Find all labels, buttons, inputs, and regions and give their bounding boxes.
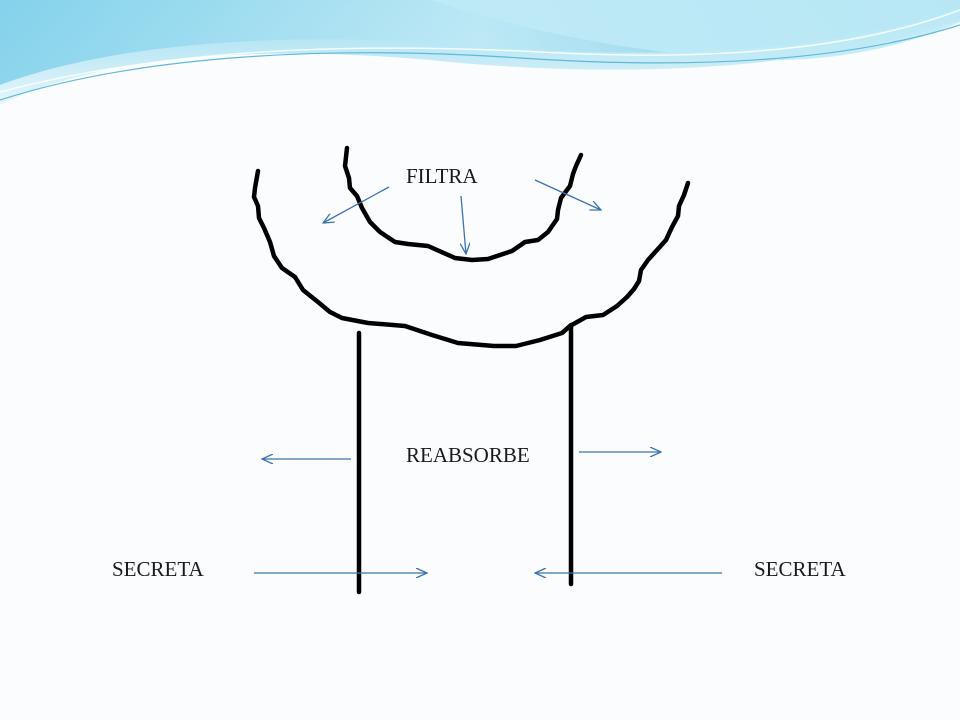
- label-secreta-left: SECRETA: [112, 557, 204, 581]
- label-filtra: FILTRA: [406, 164, 478, 188]
- label-reabsorbe: REABSORBE: [406, 443, 530, 467]
- filtra-arrow-down: [461, 195, 466, 254]
- filtra-arrow-left: [323, 186, 390, 223]
- header-wave: [0, 0, 960, 105]
- inner-capillary-outline: [342, 145, 584, 263]
- label-secreta-right: SECRETA: [754, 557, 846, 581]
- outer-capsule-outline: [251, 168, 691, 349]
- filtra-arrow-right: [534, 179, 601, 210]
